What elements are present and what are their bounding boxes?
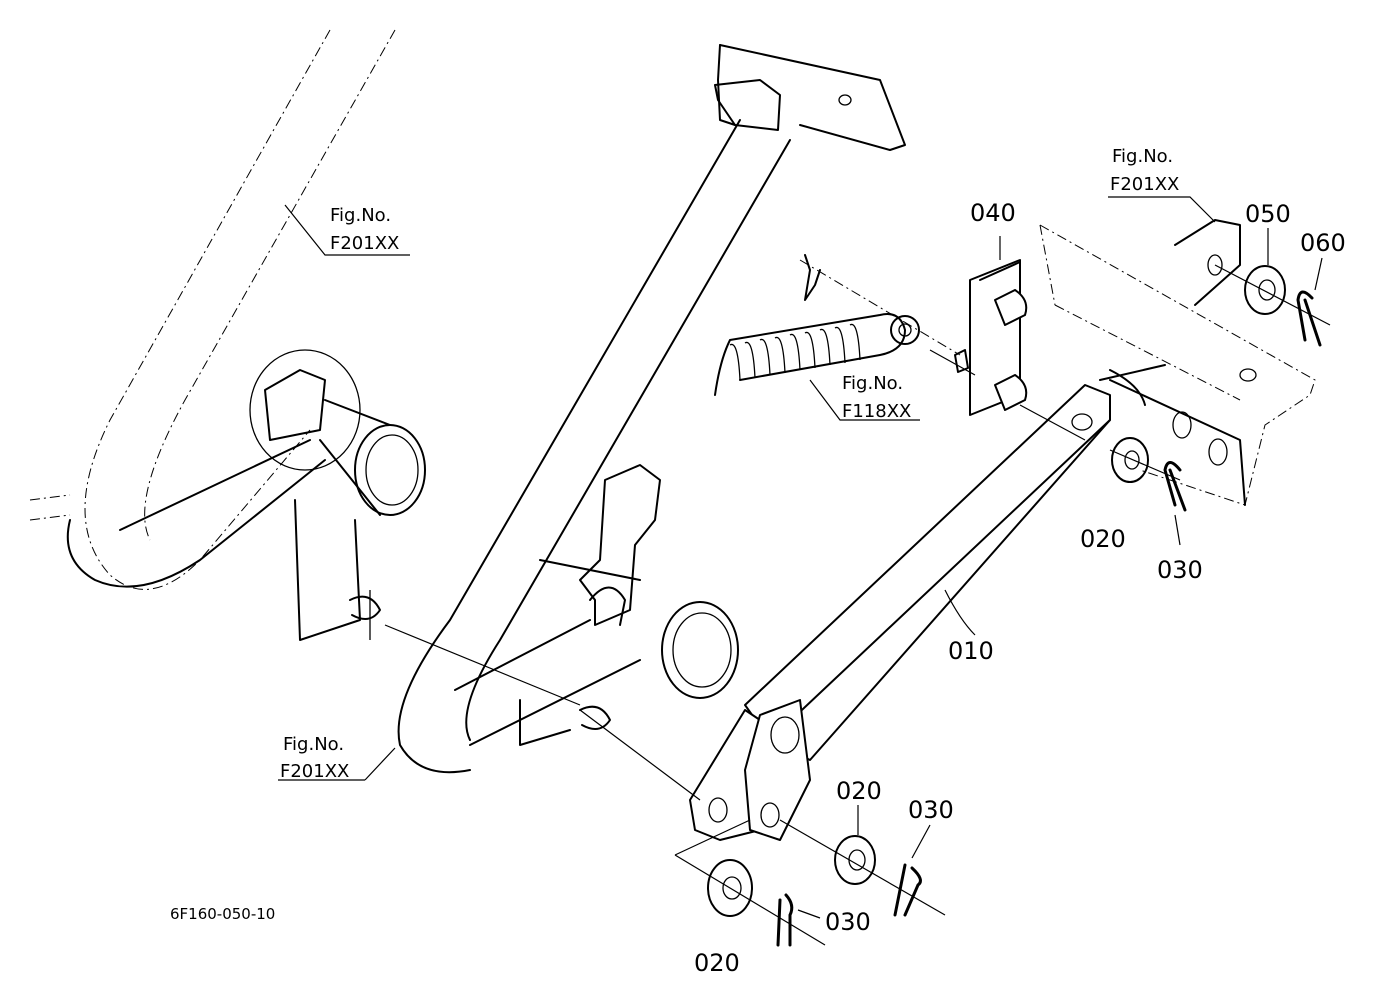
fig-ref-label: Fig.No. — [283, 734, 344, 755]
fig-ref-number: F201XX — [280, 761, 349, 782]
fig-ref-right: Fig.No. F201XX — [1110, 146, 1179, 195]
fig-ref-label: Fig.No. — [330, 205, 391, 226]
part-label-010: 010 — [948, 637, 994, 665]
label-leaders — [278, 196, 1323, 919]
assembly-axis-lines — [384, 264, 1331, 946]
left-pedal-assembly — [29, 29, 426, 641]
part-010-link-bar — [689, 384, 1111, 841]
fig-ref-spring: Fig.No. F118XX — [842, 373, 911, 422]
washer-020-lower — [707, 859, 753, 917]
part-label-030-middle: 030 — [908, 796, 954, 824]
return-spring — [714, 254, 969, 396]
fig-ref-label: Fig.No. — [1112, 146, 1173, 167]
part-label-030-lower: 030 — [825, 908, 871, 936]
part-label-050: 050 — [1245, 200, 1291, 228]
washer-020-middle — [834, 835, 876, 885]
part-label-040: 040 — [970, 199, 1016, 227]
cotter-pin-060 — [1296, 290, 1322, 347]
part-label-030-upper: 030 — [1157, 556, 1203, 584]
cotter-pin-030-middle — [893, 863, 922, 917]
fig-ref-number: F201XX — [330, 233, 399, 254]
part-label-020-lower: 020 — [694, 949, 740, 977]
fig-ref-label: Fig.No. — [842, 373, 903, 394]
center-pedal-assembly — [397, 44, 906, 774]
part-label-020-middle: 020 — [836, 777, 882, 805]
fig-ref-number: F201XX — [1110, 174, 1179, 195]
cotter-pin-030-upper — [1163, 461, 1187, 512]
washer-020-upper — [1111, 437, 1149, 483]
part-label-060: 060 — [1300, 229, 1346, 257]
right-support-bracket — [1039, 219, 1316, 506]
drawing-code: 6F160-050-10 — [170, 905, 275, 923]
fig-ref-number: F118XX — [842, 401, 911, 422]
part-040-pin-plate — [969, 236, 1028, 416]
fig-ref-bottom-left: Fig.No. F201XX — [280, 734, 349, 782]
washer-050 — [1244, 265, 1286, 315]
part-label-020-upper: 020 — [1080, 525, 1126, 553]
fig-ref-left: Fig.No. F201XX — [330, 205, 399, 254]
cotter-pin-030-lower — [776, 893, 794, 947]
